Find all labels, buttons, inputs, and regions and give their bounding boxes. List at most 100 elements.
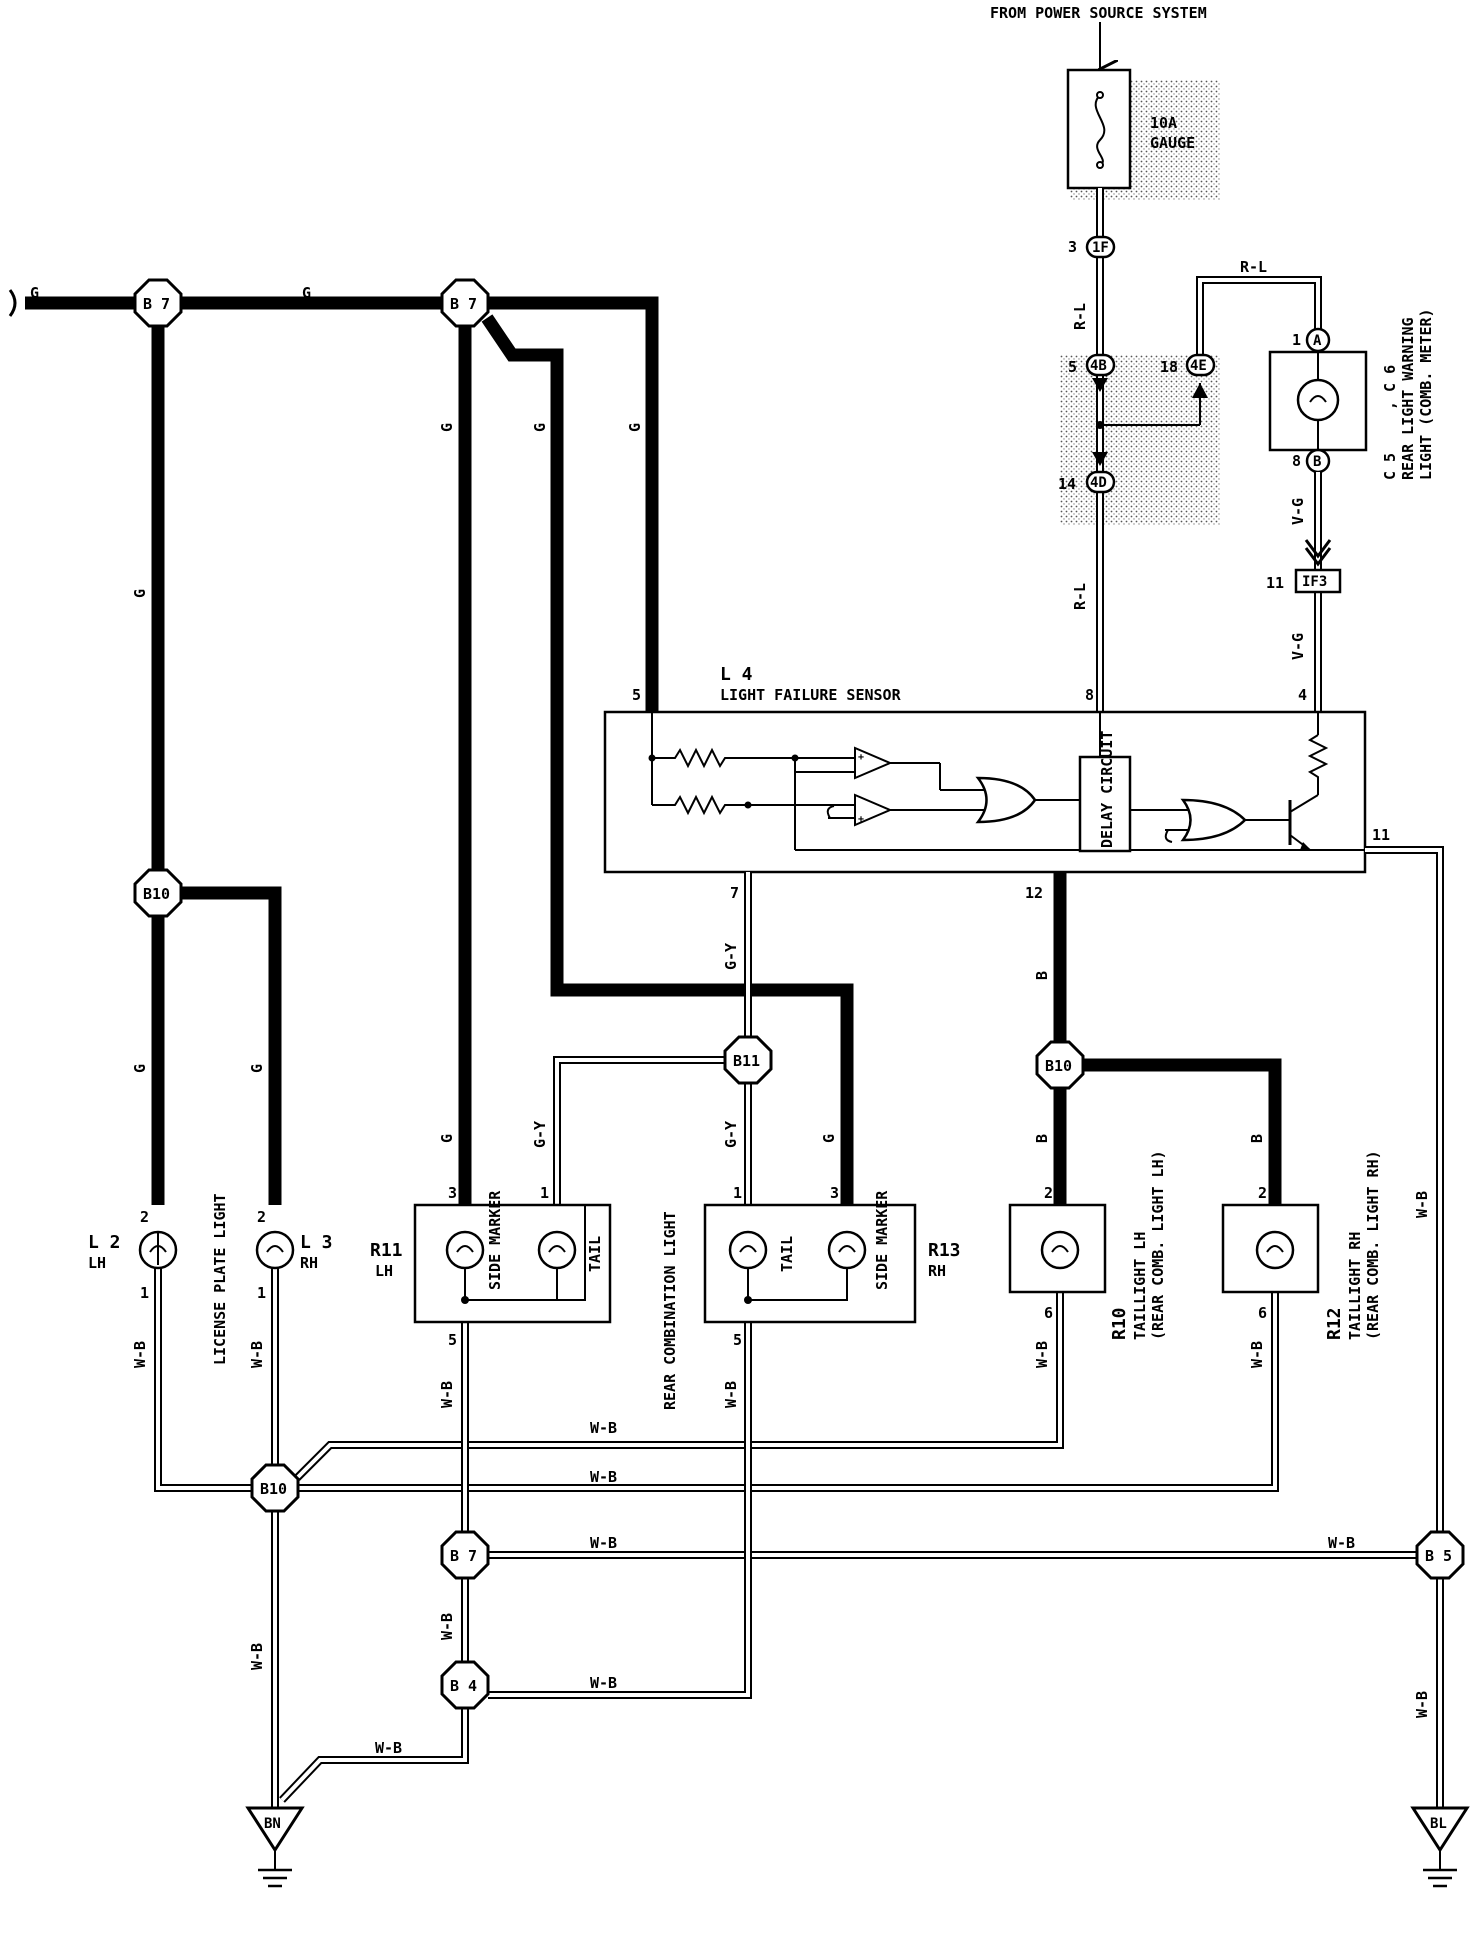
r13-tail-bulb-icon bbox=[728, 1230, 768, 1270]
sensor-name: LIGHT FAILURE SENSOR bbox=[720, 686, 902, 704]
svg-text:+: + bbox=[858, 814, 864, 825]
wire-label-g-4: G bbox=[438, 423, 456, 432]
r10-pin-2: 2 bbox=[1044, 1184, 1053, 1202]
wire-label-b-3: B bbox=[1248, 1134, 1266, 1143]
svg-text:B10: B10 bbox=[143, 885, 170, 903]
r13-pin-5: 5 bbox=[733, 1331, 742, 1349]
r12-bulb-icon bbox=[1255, 1230, 1295, 1270]
svg-text:+: + bbox=[858, 752, 864, 763]
r11-pin-1: 1 bbox=[540, 1184, 549, 1202]
wire-label-wb-13: W-B bbox=[248, 1643, 266, 1670]
r10-labels: R10 TAILLIGHT LH (REAR COMB. LIGHT LH) bbox=[1109, 1150, 1167, 1340]
connector-a: A bbox=[1305, 327, 1331, 353]
pin-a: 1 bbox=[1292, 331, 1301, 349]
sensor-pin-7: 7 bbox=[730, 884, 739, 902]
pin-if3: 11 bbox=[1266, 574, 1284, 592]
wire-label-wb-7: W-B bbox=[590, 1419, 617, 1437]
connector-b7-bottom: B 7 bbox=[440, 1530, 490, 1580]
l3-pin-2: 2 bbox=[257, 1208, 266, 1226]
svg-text:B10: B10 bbox=[1045, 1057, 1072, 1075]
connector-4d: 4D bbox=[1085, 470, 1116, 494]
fuse-name: GAUGE bbox=[1150, 134, 1195, 152]
l3-id: L 3 bbox=[300, 1232, 333, 1253]
wire-label-vg-1: V-G bbox=[1289, 498, 1307, 525]
r11-id: R11 bbox=[370, 1240, 403, 1261]
r13-side-label: SIDE MARKER bbox=[873, 1190, 891, 1290]
wire-label-wb-16: W-B bbox=[1413, 1691, 1431, 1718]
svg-text:TAILLIGHT LH: TAILLIGHT LH bbox=[1131, 1232, 1149, 1340]
connector-b10-top: B10 bbox=[133, 868, 183, 918]
wire-label-b-2: B bbox=[1033, 1134, 1051, 1143]
wire-g-bus bbox=[25, 296, 1282, 1205]
svg-text:(REAR COMB. LIGHT RH): (REAR COMB. LIGHT RH) bbox=[1364, 1150, 1382, 1340]
connector-if3: IF3 bbox=[1294, 568, 1342, 594]
svg-text:R10: R10 bbox=[1109, 1307, 1130, 1340]
wire-label-wb-6: W-B bbox=[1248, 1341, 1266, 1368]
r11-tail-label: TAIL bbox=[586, 1236, 604, 1272]
wire-label-gy-3: G-Y bbox=[722, 1121, 740, 1148]
wire-label-wb-10: W-B bbox=[1328, 1534, 1355, 1552]
delay-circuit bbox=[1078, 755, 1132, 853]
l3-side: RH bbox=[300, 1254, 318, 1272]
r11-pin-3: 3 bbox=[448, 1184, 457, 1202]
wire-label-g-9: G bbox=[438, 1134, 456, 1143]
sensor-internal-circuit: + + DELAY CIRCUIT bbox=[648, 712, 1365, 853]
power-source-label: FROM POWER SOURCE SYSTEM bbox=[990, 4, 1207, 22]
svg-text:BN: BN bbox=[264, 1816, 281, 1832]
wire-label-wb-15: W-B bbox=[1413, 1191, 1431, 1218]
fuse-rating: 10A bbox=[1150, 114, 1177, 132]
r11-pin-5: 5 bbox=[448, 1331, 457, 1349]
wire-label-wb-4: W-B bbox=[722, 1381, 740, 1408]
connector-4e: 4E bbox=[1185, 353, 1216, 377]
connector-1f: 1F bbox=[1085, 235, 1116, 259]
r12-pin-6: 6 bbox=[1258, 1304, 1267, 1322]
svg-text:REAR LIGHT WARNING: REAR LIGHT WARNING bbox=[1399, 317, 1417, 480]
svg-text:B10: B10 bbox=[260, 1480, 287, 1498]
connector-4b: 4B bbox=[1085, 353, 1116, 377]
sensor-pin-4: 4 bbox=[1298, 686, 1307, 704]
connector-b5: B 5 bbox=[1415, 1530, 1465, 1580]
wire-label-g-1: G bbox=[30, 284, 39, 302]
svg-text:C 5: C 5 bbox=[1381, 453, 1399, 480]
pin-4d: 14 bbox=[1058, 475, 1076, 493]
svg-text:4E: 4E bbox=[1190, 358, 1207, 374]
wire-gy bbox=[553, 872, 752, 1205]
svg-text:IF3: IF3 bbox=[1302, 574, 1327, 590]
r11-side-label: SIDE MARKER bbox=[486, 1190, 504, 1290]
wire-label-g-6: G bbox=[626, 423, 644, 432]
sensor-id: L 4 bbox=[720, 664, 753, 685]
wire-rl-meter bbox=[1196, 276, 1322, 355]
wire-label-b-1: B bbox=[1033, 971, 1051, 980]
ground-bl: BL bbox=[1410, 1806, 1470, 1888]
svg-text:LIGHT (COMB. METER): LIGHT (COMB. METER) bbox=[1417, 308, 1435, 480]
rear-comb-light-label: REAR COMBINATION LIGHT bbox=[661, 1211, 679, 1410]
svg-text:4D: 4D bbox=[1090, 475, 1107, 491]
wire-label-vg-2: V-G bbox=[1289, 633, 1307, 660]
svg-text:4B: 4B bbox=[1090, 358, 1107, 374]
wire-label-g-2: G bbox=[302, 284, 311, 302]
r13-pin-3: 3 bbox=[830, 1184, 839, 1202]
r10-bulb-icon bbox=[1040, 1230, 1080, 1270]
wire-label-g-10: G bbox=[820, 1134, 838, 1143]
r11-side: LH bbox=[375, 1262, 393, 1280]
sensor-pin-5: 5 bbox=[632, 686, 641, 704]
wire-wb-network bbox=[154, 846, 1444, 1810]
r12-pin-2: 2 bbox=[1258, 1184, 1267, 1202]
svg-text:DELAY CIRCUIT: DELAY CIRCUIT bbox=[1098, 731, 1116, 848]
r13-side-marker-bulb-icon bbox=[827, 1230, 867, 1270]
license-light-l3 bbox=[255, 1230, 295, 1270]
wire-label-g-7: G bbox=[131, 1064, 149, 1073]
svg-text:B11: B11 bbox=[733, 1052, 760, 1070]
wire-label-gy-2: G-Y bbox=[531, 1121, 549, 1148]
svg-text:(REAR COMB. LIGHT LH): (REAR COMB. LIGHT LH) bbox=[1149, 1150, 1167, 1340]
l2-pin-1: 1 bbox=[140, 1284, 149, 1302]
svg-text:B: B bbox=[1313, 454, 1321, 470]
license-light-l2 bbox=[138, 1230, 178, 1270]
sensor-pin-12: 12 bbox=[1025, 884, 1043, 902]
wire-label-g-5: G bbox=[531, 423, 549, 432]
pin-1f: 3 bbox=[1068, 238, 1077, 256]
wire-label-rl-3: R-L bbox=[1240, 258, 1267, 276]
fuse-icon bbox=[1094, 94, 1106, 166]
l2-id: L 2 bbox=[88, 1232, 121, 1253]
